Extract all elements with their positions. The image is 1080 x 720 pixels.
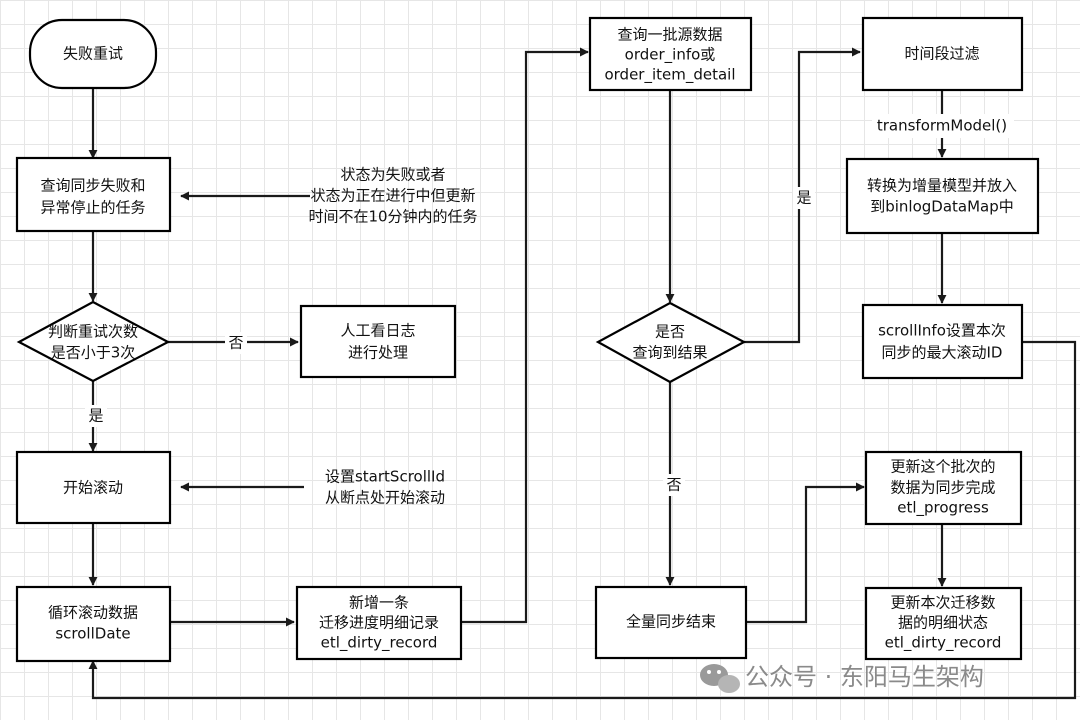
edge-end-to-update-batch [746, 482, 865, 624]
svg-text:更新这个批次的: 更新这个批次的 [890, 458, 995, 476]
edge-label-result-no: 否 [663, 474, 685, 496]
node-scroll-info: scrollInfo设置本次 同步的最大滚动ID [861, 303, 1024, 380]
edge-label-retry-yes: 是 [85, 405, 107, 427]
node-add-dirty-record: 新增一条 迁移进度明细记录 etl_dirty_record [295, 585, 463, 661]
node-check-retry-count: 判断重试次数 是否小于3次 [16, 300, 171, 383]
svg-text:状态为正在进行中但更新: 状态为正在进行中但更新 [310, 187, 475, 205]
node-start-scroll: 开始滚动 [15, 450, 172, 525]
svg-text:设置startScrollId: 设置startScrollId [325, 468, 445, 486]
node-loop-scroll: 循环滚动数据 scrollDate [15, 585, 172, 663]
svg-text:scrollDate: scrollDate [55, 625, 130, 643]
annotation-transform: transformModel() [872, 114, 1014, 138]
svg-text:查询同步失败和: 查询同步失败和 [40, 177, 145, 195]
svg-text:进行处理: 进行处理 [348, 344, 408, 362]
svg-text:到binlogDataMap中: 到binlogDataMap中 [870, 198, 1014, 216]
svg-text:order_info或: order_info或 [625, 46, 716, 65]
svg-text:etl_dirty_record: etl_dirty_record [321, 634, 438, 653]
svg-text:新增一条: 新增一条 [349, 594, 409, 612]
svg-text:否: 否 [666, 476, 681, 494]
svg-text:是否: 是否 [655, 323, 685, 341]
svg-text:迁移进度明细记录: 迁移进度明细记录 [319, 614, 439, 632]
svg-text:查询到结果: 查询到结果 [632, 344, 707, 362]
svg-text:判断重试次数: 判断重试次数 [48, 323, 138, 341]
node-update-batch-status: 更新这个批次的 数据为同步完成 etl_progress [864, 450, 1023, 526]
svg-text:状态为失败或者: 状态为失败或者 [340, 166, 445, 184]
svg-text:是否小于3次: 是否小于3次 [51, 344, 136, 362]
watermark-text: 公众号 · 东阳马生架构 [745, 663, 984, 691]
node-manual-handling: 人工看日志 进行处理 [299, 304, 457, 379]
svg-text:更新本次迁移数: 更新本次迁移数 [890, 594, 995, 612]
svg-text:etl_dirty_record: etl_dirty_record [885, 634, 1002, 653]
svg-text:查询一批源数据: 查询一批源数据 [617, 26, 722, 44]
annotation-query-condition: 状态为失败或者 状态为正在进行中但更新 时间不在10分钟内的任务 [308, 166, 477, 226]
svg-text:时间不在10分钟内的任务: 时间不在10分钟内的任务 [308, 208, 477, 226]
svg-text:全量同步结束: 全量同步结束 [626, 613, 716, 631]
node-full-sync-end: 全量同步结束 [594, 585, 748, 660]
node-query-failed-tasks: 查询同步失败和 异常停止的任务 [15, 156, 172, 233]
svg-text:人工看日志: 人工看日志 [340, 322, 415, 340]
svg-text:时间段过滤: 时间段过滤 [904, 45, 979, 63]
svg-text:transformModel(): transformModel() [877, 117, 1007, 135]
node-update-detail-status: 更新本次迁移数 据的明细状态 etl_dirty_record [864, 586, 1023, 661]
node-query-source-batch: 查询一批源数据 order_info或 order_item_detail [588, 16, 753, 92]
svg-text:开始滚动: 开始滚动 [63, 479, 123, 497]
node-convert-model: 转换为增量模型并放入 到binlogDataMap中 [845, 157, 1040, 235]
svg-text:从断点处开始滚动: 从断点处开始滚动 [325, 489, 445, 507]
svg-text:etl_progress: etl_progress [897, 499, 989, 518]
node-check-query-result: 是否 查询到结果 [595, 301, 747, 384]
edge-record-to-query-batch [461, 47, 589, 624]
svg-text:循环滚动数据: 循环滚动数据 [48, 604, 138, 622]
svg-text:同步的最大滚动ID: 同步的最大滚动ID [882, 344, 1003, 362]
svg-text:否: 否 [228, 334, 243, 352]
edge-label-result-yes: 是 [793, 187, 815, 209]
annotation-scroll-start: 设置startScrollId 从断点处开始滚动 [325, 468, 445, 507]
node-time-filter: 时间段过滤 [861, 16, 1024, 92]
node-start-label: 失败重试 [63, 45, 123, 63]
wechat-icon [700, 664, 740, 693]
edge-label-retry-no: 否 [225, 332, 247, 354]
node-start: 失败重试 [28, 18, 158, 90]
svg-text:是: 是 [796, 189, 811, 207]
svg-text:异常停止的任务: 异常停止的任务 [40, 199, 145, 217]
svg-text:scrollInfo设置本次: scrollInfo设置本次 [878, 322, 1006, 340]
watermark: 公众号 · 东阳马生架构 [700, 663, 984, 693]
svg-text:是: 是 [88, 407, 103, 425]
svg-text:据的明细状态: 据的明细状态 [898, 614, 988, 632]
svg-text:数据为同步完成: 数据为同步完成 [890, 479, 995, 497]
edge-scrollinfo-to-loop [88, 340, 1077, 700]
svg-text:转换为增量模型并放入: 转换为增量模型并放入 [867, 177, 1017, 195]
svg-text:order_item_detail: order_item_detail [604, 66, 735, 85]
